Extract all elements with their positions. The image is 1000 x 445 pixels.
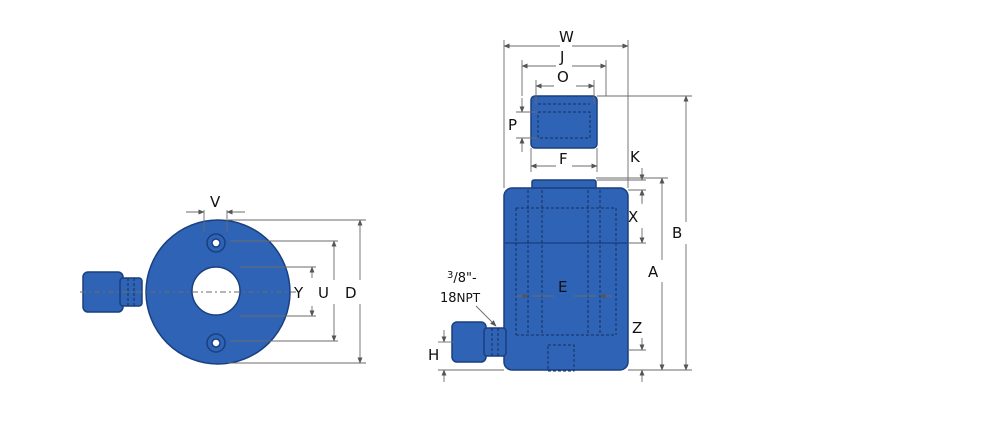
port-note-thread: NPT	[457, 291, 481, 305]
label-y: Y	[293, 284, 304, 302]
svg-text:18NPT: 18NPT	[440, 291, 481, 306]
label-v: V	[210, 193, 221, 211]
label-e: E	[558, 278, 567, 296]
label-w: W	[559, 28, 574, 46]
label-x: X	[628, 208, 638, 226]
label-d: D	[345, 284, 357, 302]
cylinder-body	[503, 187, 629, 371]
saddle	[530, 95, 598, 149]
mounting-hole-bottom	[206, 333, 226, 353]
label-b: B	[672, 224, 682, 242]
mounting-hole-top	[206, 233, 226, 253]
port-note-sup: 3	[447, 270, 453, 281]
coupler-side	[451, 321, 507, 363]
label-p: P	[508, 116, 517, 134]
side-view: W J O P F K X	[428, 28, 692, 382]
port-thread-note: 3/8"- 18NPT	[440, 270, 481, 306]
label-f: F	[559, 150, 568, 168]
label-o: O	[557, 68, 569, 86]
label-h: H	[428, 346, 439, 364]
port-note-fraction: /8"-	[453, 271, 477, 286]
label-j: J	[559, 48, 564, 66]
label-z: Z	[632, 319, 642, 337]
port-note-size: 18	[440, 291, 457, 306]
label-a: A	[648, 263, 659, 281]
label-k: K	[630, 148, 641, 166]
top-view: V Y U D	[80, 193, 366, 365]
label-u: U	[318, 284, 329, 302]
center-bore	[191, 266, 241, 316]
svg-text:3/8"-: 3/8"-	[447, 270, 477, 286]
